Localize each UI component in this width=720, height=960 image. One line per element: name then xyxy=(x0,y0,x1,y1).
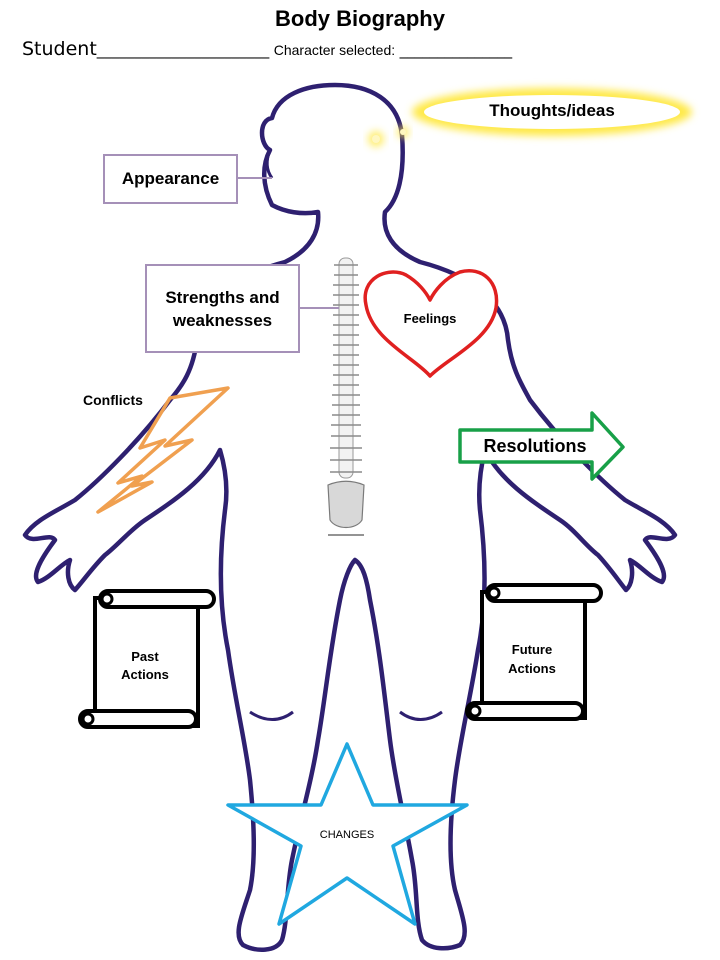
strengths-label-line2: weaknesses xyxy=(172,310,273,330)
appearance-box: Appearance xyxy=(103,154,238,204)
ear-line xyxy=(265,149,274,179)
future-actions-line1: Future xyxy=(511,642,553,657)
thoughts-cloud xyxy=(368,88,692,147)
past-actions-line2: Actions xyxy=(121,667,169,682)
changes-star xyxy=(226,742,469,926)
student-label: Student xyxy=(22,38,97,60)
resolutions-label: Resolutions xyxy=(483,436,587,456)
character-name-blank[interactable]: _______________ xyxy=(399,41,513,59)
future-actions-label: Future Actions xyxy=(487,640,577,678)
resolutions-arrow xyxy=(458,411,625,481)
appearance-label: Appearance xyxy=(121,169,220,188)
strengths-label-line1: Strengths and xyxy=(165,287,280,307)
page-title: Body Biography xyxy=(275,6,445,31)
body-outline xyxy=(22,82,678,952)
student-name-blank[interactable]: _______________________ xyxy=(96,41,270,59)
student-info-line: Student_______________________ Character… xyxy=(22,38,512,60)
spine-image xyxy=(327,257,365,536)
thoughts-label: Thoughts/ideas xyxy=(489,101,615,120)
conflicts-lightning xyxy=(96,386,230,514)
past-actions-label: Past Actions xyxy=(100,648,190,684)
past-actions-line1: Past xyxy=(131,649,159,664)
future-actions-line2: Actions xyxy=(508,661,556,676)
past-actions-scroll xyxy=(78,589,216,729)
future-actions-scroll xyxy=(465,583,603,721)
left-knee-line xyxy=(249,710,294,721)
character-selected-label: Character selected: xyxy=(273,42,396,58)
conflicts-label: Conflicts xyxy=(83,392,143,408)
feelings-heart xyxy=(363,269,499,378)
right-knee-line xyxy=(399,710,443,721)
changes-label: CHANGES xyxy=(319,829,375,841)
feelings-label: Feelings xyxy=(403,311,457,326)
strengths-weaknesses-box: Strengths and weaknesses xyxy=(145,264,300,353)
